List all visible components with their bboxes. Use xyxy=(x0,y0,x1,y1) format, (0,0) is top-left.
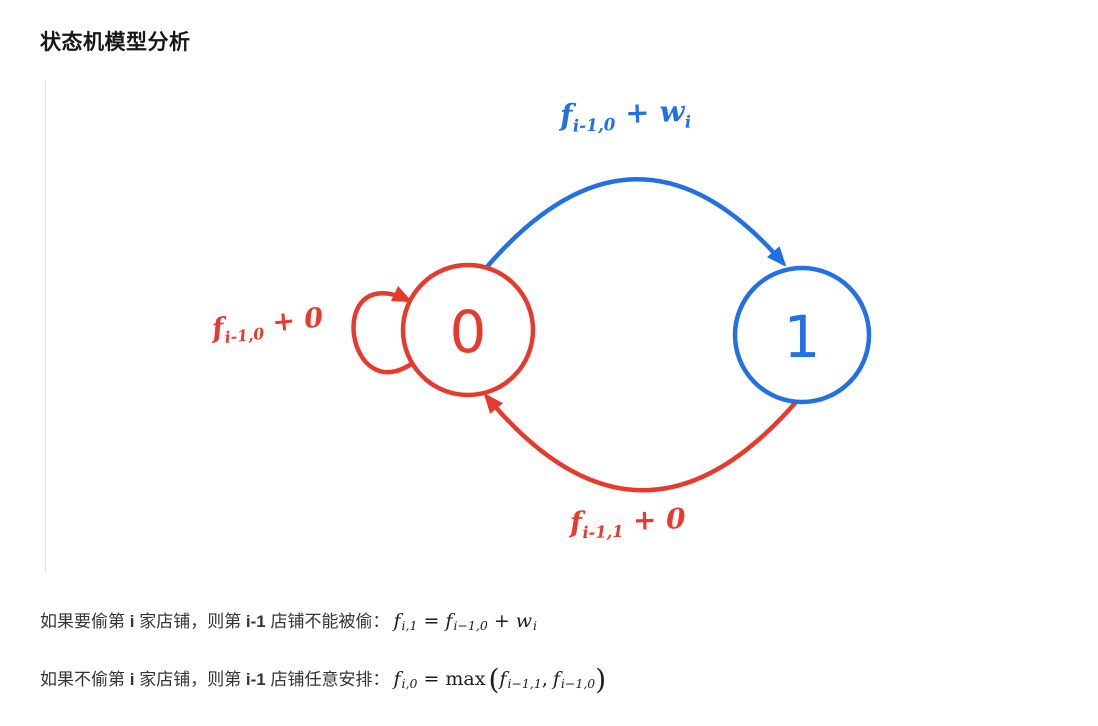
math-subscript: i xyxy=(533,618,537,633)
math-subscript: i−1,0 xyxy=(453,618,488,633)
state-0-label: 0 xyxy=(450,298,487,366)
label-subscript: i-1,0 xyxy=(572,114,616,136)
math-subscript: i,1 xyxy=(401,618,418,633)
label-tail: + 0 xyxy=(261,302,325,340)
formula-skip: fi,0=max(fi−1,1,fi−1,0) xyxy=(393,665,607,695)
math-equals: = xyxy=(423,610,440,632)
text-segment: 如果不偷第 xyxy=(40,670,130,689)
math-var: f xyxy=(393,668,401,690)
math-var: f xyxy=(499,668,507,690)
edge-0-to-1 xyxy=(483,177,787,271)
label-tail: + 0 xyxy=(622,501,687,538)
math-subscript: i−1,0 xyxy=(560,676,596,691)
text-segment: 如果要偷第 xyxy=(40,612,130,631)
label-var: f xyxy=(569,505,583,540)
math-open-paren: ( xyxy=(488,663,500,696)
formula-steal: fi,1=fi−1,0+wi xyxy=(393,610,538,633)
state-machine-diagram: 0 1 xyxy=(351,177,872,493)
emphasis-i-minus-1: i-1 xyxy=(245,612,266,631)
math-var: f xyxy=(445,610,453,632)
text-segment: 店铺任意安排： xyxy=(265,670,390,689)
state-1-label: 1 xyxy=(784,303,821,371)
math-close-paren: ) xyxy=(595,663,607,696)
math-var: w xyxy=(515,610,532,632)
state-1-circle xyxy=(732,265,872,405)
math-max-function: max xyxy=(445,668,486,690)
edge-label-0-to-1: fi-1,0 + wi xyxy=(559,94,691,136)
emphasis-i: i xyxy=(129,670,135,689)
section-heading: 状态机模型分析 xyxy=(40,31,191,54)
text-segment: 店铺不能被偷： xyxy=(265,612,390,631)
emphasis-i: i xyxy=(129,612,135,631)
math-plus: + xyxy=(493,610,510,632)
math-var: f xyxy=(393,610,401,632)
label-subscript: i xyxy=(684,111,692,132)
math-comma: , xyxy=(541,668,548,690)
text-segment: 家店铺，则第 xyxy=(134,612,246,631)
explanation-line-1: 如果要偷第 i 家店铺，则第 i-1 店铺不能被偷：fi,1=fi−1,0+wi xyxy=(40,606,537,641)
math-equals: = xyxy=(423,668,440,690)
label-tail: + w xyxy=(614,93,686,131)
math-var: f xyxy=(552,668,560,690)
label-subscript: i-1,1 xyxy=(582,521,624,543)
math-subscript: i,0 xyxy=(401,676,418,691)
edge-1-to-0 xyxy=(483,393,799,493)
emphasis-i-minus-1: i-1 xyxy=(245,670,266,689)
explanation-line-2: 如果不偷第 i 家店铺，则第 i-1 店铺任意安排：fi,0=max(fi−1,… xyxy=(40,664,606,699)
edge-label-1-to-0: fi-1,1 + 0 xyxy=(569,502,686,543)
state-0-circle xyxy=(400,262,536,398)
math-subscript: i−1,1 xyxy=(507,676,542,691)
edge-0-self-loop xyxy=(351,285,417,375)
text-segment: 家店铺，则第 xyxy=(134,670,246,689)
state-machine-figure: 0 1 fi-1,0 + wi f i-1,0 + 0 fi-1,1 + 0 xyxy=(45,80,955,572)
